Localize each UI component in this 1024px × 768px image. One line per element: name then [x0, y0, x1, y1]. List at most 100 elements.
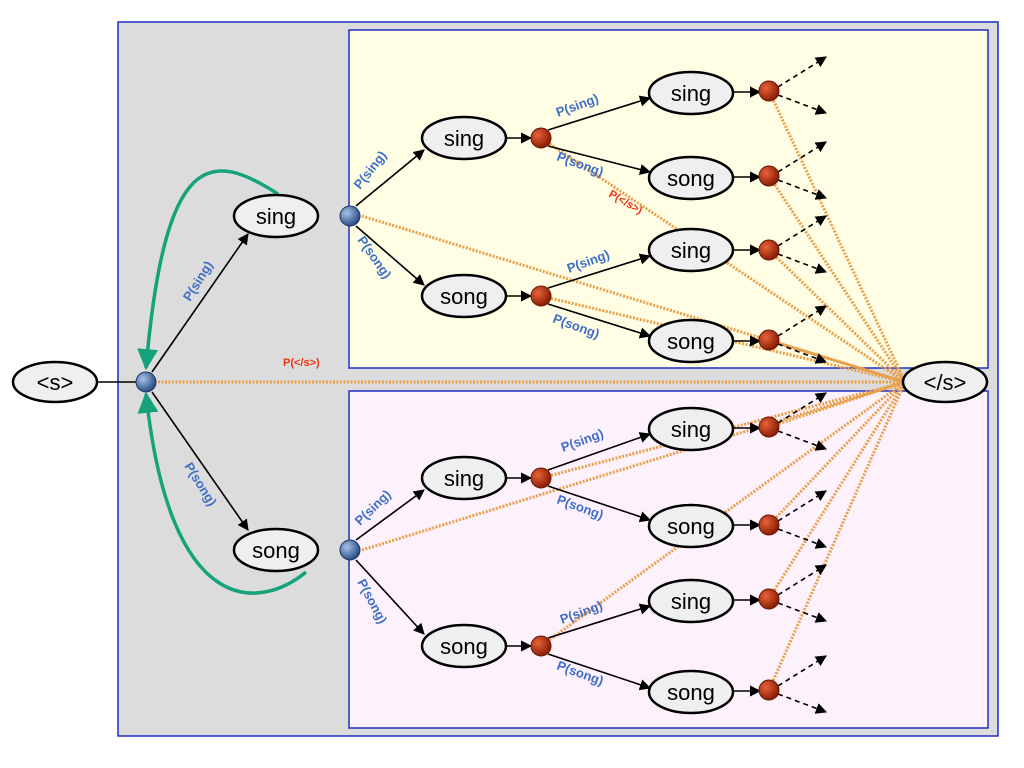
state-nodes: [135, 80, 780, 701]
state-node-red: [530, 635, 552, 657]
node-ellipse: [420, 455, 508, 501]
continuation-edges: [777, 56, 828, 714]
transition-edge: [547, 145, 652, 175]
word-node-sing: sing: [647, 227, 735, 273]
state-node-red: [530, 127, 552, 149]
transition-edge: [547, 303, 652, 339]
state-node-red: [758, 80, 780, 102]
word-node-song: song: [420, 273, 508, 319]
end-edge: [767, 380, 907, 527]
word-node-song: song: [647, 155, 735, 201]
transition-edge: [355, 225, 425, 286]
end-of-sentence-edges: [158, 90, 907, 691]
node-label: sing: [444, 466, 484, 491]
continuation-edge: [777, 392, 827, 424]
end-edge: [767, 248, 907, 384]
node-label: song: [667, 514, 715, 539]
end-edge: [540, 136, 906, 384]
probability-label: P(</s>): [283, 357, 320, 369]
loop-edge-song: [137, 391, 308, 595]
continuation-edge: [777, 215, 827, 247]
node-ellipse: [420, 273, 508, 319]
end-edge: [768, 338, 906, 384]
state-node-red: [758, 329, 780, 351]
node-label: <s>: [37, 370, 74, 395]
transition-edge: [547, 653, 652, 691]
end-edge: [767, 381, 907, 600]
node-ellipse: [647, 669, 735, 715]
node-ellipse: [647, 503, 735, 549]
transition-edge: [547, 95, 652, 131]
continuation-edge: [777, 490, 827, 522]
node-label: sing: [671, 589, 711, 614]
node-ellipse: [232, 193, 320, 239]
transition-edge: [355, 489, 425, 541]
node-ellipse: [901, 360, 989, 404]
node-label: song: [252, 538, 300, 563]
transition-edge: [547, 485, 652, 523]
loop-edge-sing: [137, 169, 279, 371]
state-node-red: [758, 165, 780, 187]
state-node-red: [530, 285, 552, 307]
node-label: song: [667, 329, 715, 354]
node-label: song: [440, 284, 488, 309]
word-node-song: song: [647, 669, 735, 715]
node-ellipse: [420, 623, 508, 669]
node-label: song: [667, 166, 715, 191]
state-node-blue: [135, 371, 157, 393]
word-node-sing: sing: [232, 193, 320, 239]
end-edge: [361, 214, 906, 384]
state-node-red: [758, 239, 780, 261]
transition-edge: [547, 603, 652, 639]
state-node-blue: [339, 205, 361, 227]
node-label: </s>: [924, 370, 967, 395]
state-node-red: [758, 588, 780, 610]
transition-edge: [547, 432, 652, 471]
transition-edge: [355, 149, 425, 207]
end-node: </s>: [901, 360, 989, 404]
end-edge: [767, 381, 907, 691]
word-node-song: song: [647, 318, 735, 364]
continuation-edge: [777, 305, 827, 337]
node-ellipse: [647, 318, 735, 364]
end-edge: [768, 380, 906, 429]
start-node: <s>: [11, 360, 99, 404]
word-node-sing: sing: [647, 578, 735, 624]
continuation-edge: [777, 655, 827, 687]
node-label: sing: [256, 204, 296, 229]
node-ellipse: [647, 155, 735, 201]
state-node-red: [758, 679, 780, 701]
word-node-song: song: [232, 527, 320, 573]
word-node-song: song: [647, 503, 735, 549]
word-node-song: song: [420, 623, 508, 669]
transition-edge: [151, 391, 249, 531]
continuation-edge: [777, 141, 827, 173]
node-label: sing: [671, 238, 711, 263]
state-node-red: [758, 416, 780, 438]
state-node-red: [530, 467, 552, 489]
node-label: song: [667, 680, 715, 705]
node-label: song: [440, 634, 488, 659]
word-node-sing: sing: [420, 115, 508, 161]
transition-edges: [97, 86, 762, 697]
node-label: sing: [444, 126, 484, 151]
node-ellipse: [232, 527, 320, 573]
end-edge: [767, 175, 907, 383]
word-node-sing: sing: [647, 406, 735, 452]
state-node-blue: [339, 539, 361, 561]
node-ellipse: [647, 578, 735, 624]
transition-edge: [355, 559, 425, 635]
state-node-red: [758, 514, 780, 536]
node-ellipse: [11, 360, 99, 404]
transition-edge: [547, 253, 652, 289]
end-edge: [767, 90, 907, 383]
node-label: sing: [671, 417, 711, 442]
word-node-sing: sing: [420, 455, 508, 501]
continuation-edge: [777, 56, 827, 88]
node-ellipse: [647, 70, 735, 116]
word-nodes: <s> </s> sing song sing song sing song sing song s…: [11, 70, 989, 715]
transition-edge: [151, 233, 249, 373]
node-label: sing: [671, 81, 711, 106]
continuation-edge: [777, 564, 827, 596]
